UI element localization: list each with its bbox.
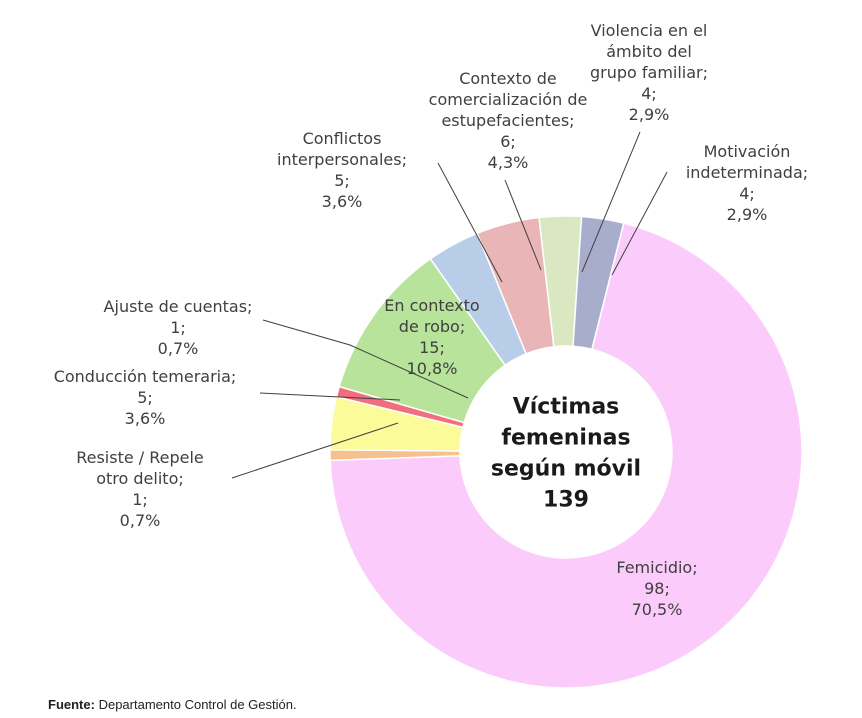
slice-label: Contexto de comercialización de estupefaci… (429, 69, 588, 172)
leader-line (611, 171, 668, 276)
slice-label: Femicidio; 98; 70,5% (616, 558, 697, 619)
slice-label-line: comercialización de (429, 90, 588, 109)
slice-label-line: Femicidio; (616, 558, 697, 577)
source-text: Departamento Control de Gestión. (98, 697, 297, 712)
slice-label-line: 5; (137, 388, 153, 407)
slice-label-line: Contexto de (459, 69, 557, 88)
slice-label-line: 4; (641, 84, 657, 103)
donut-chart: Femicidio; 98; 70,5% Resiste / Repele otro d… (54, 21, 808, 689)
slice-label-line: estupefacientes; (441, 111, 574, 130)
slice-label-line: 6; (500, 132, 516, 151)
leader-line (262, 319, 469, 399)
slice-label-line: 4,3% (488, 153, 529, 172)
slice-motivación-indeterminada (572, 215, 625, 351)
slice-label: Conducción temeraria; 5; 3,6% (54, 367, 237, 428)
center-label-line: según móvil (491, 457, 641, 482)
slice-label: Resiste / Repele otro delito; 1; 0,7% (76, 448, 204, 530)
slice-label-line: Motivación (704, 142, 791, 161)
slice-label-line: 5; (334, 171, 350, 190)
slice-label-line: En contexto (384, 296, 479, 315)
source-note: Fuente: Departamento Control de Gestión. (48, 697, 297, 712)
leader-line (231, 422, 399, 479)
slice-label-line: Resiste / Repele (76, 448, 204, 467)
slice-label-line: 0,7% (158, 339, 199, 358)
slice-label-line: 0,7% (120, 511, 161, 530)
slice-label-line: de robo; (399, 317, 465, 336)
slice-label-line: 3,6% (125, 409, 166, 428)
slice-label-line: ámbito del (606, 42, 692, 61)
center-label-line: 139 (543, 488, 589, 513)
slice-femicidio (329, 222, 803, 689)
slice-label-line: 15; (419, 338, 445, 357)
leader-line (504, 179, 542, 271)
center-label-line: Víctimas (513, 395, 620, 420)
slice-label-line: 2,9% (727, 205, 768, 224)
slice-label: Ajuste de cuentas; 1; 0,7% (104, 297, 253, 358)
slice-label: Motivación indeterminada; 4; 2,9% (686, 142, 808, 224)
slice-label-line: interpersonales; (277, 150, 407, 169)
center-label: Víctimas femeninas según móvil 139 (491, 395, 641, 513)
slice-label-line: Violencia en el (591, 21, 708, 40)
center-label-line: femeninas (501, 426, 630, 451)
slice-label: En contexto de robo; 15; 10,8% (384, 296, 479, 378)
slice-label-line: 1; (170, 318, 186, 337)
source-label: Fuente: (48, 697, 95, 712)
leader-line (581, 131, 641, 273)
slice-label-line: 10,8% (407, 359, 458, 378)
slice-label-line: indeterminada; (686, 163, 808, 182)
slice-label-line: grupo familiar; (590, 63, 708, 82)
leader-line (437, 162, 503, 283)
slice-label-line: Ajuste de cuentas; (104, 297, 253, 316)
slice-label-line: 4; (739, 184, 755, 203)
slice-label-line: Conducción temeraria; (54, 367, 237, 386)
slice-label: Conflictos interpersonales; 5; 3,6% (277, 129, 407, 211)
slice-label-line: 98; (644, 579, 670, 598)
slice-label-line: otro delito; (96, 469, 184, 488)
leader-line (259, 392, 401, 401)
slice-label-line: 2,9% (629, 105, 670, 124)
slice-label-line: 1; (132, 490, 148, 509)
slice-label-line: 70,5% (632, 600, 683, 619)
slice-label: Violencia en el ámbito del grupo familiar;… (590, 21, 708, 124)
slice-label-line: 3,6% (322, 192, 363, 211)
slice-label-line: Conflictos (303, 129, 382, 148)
